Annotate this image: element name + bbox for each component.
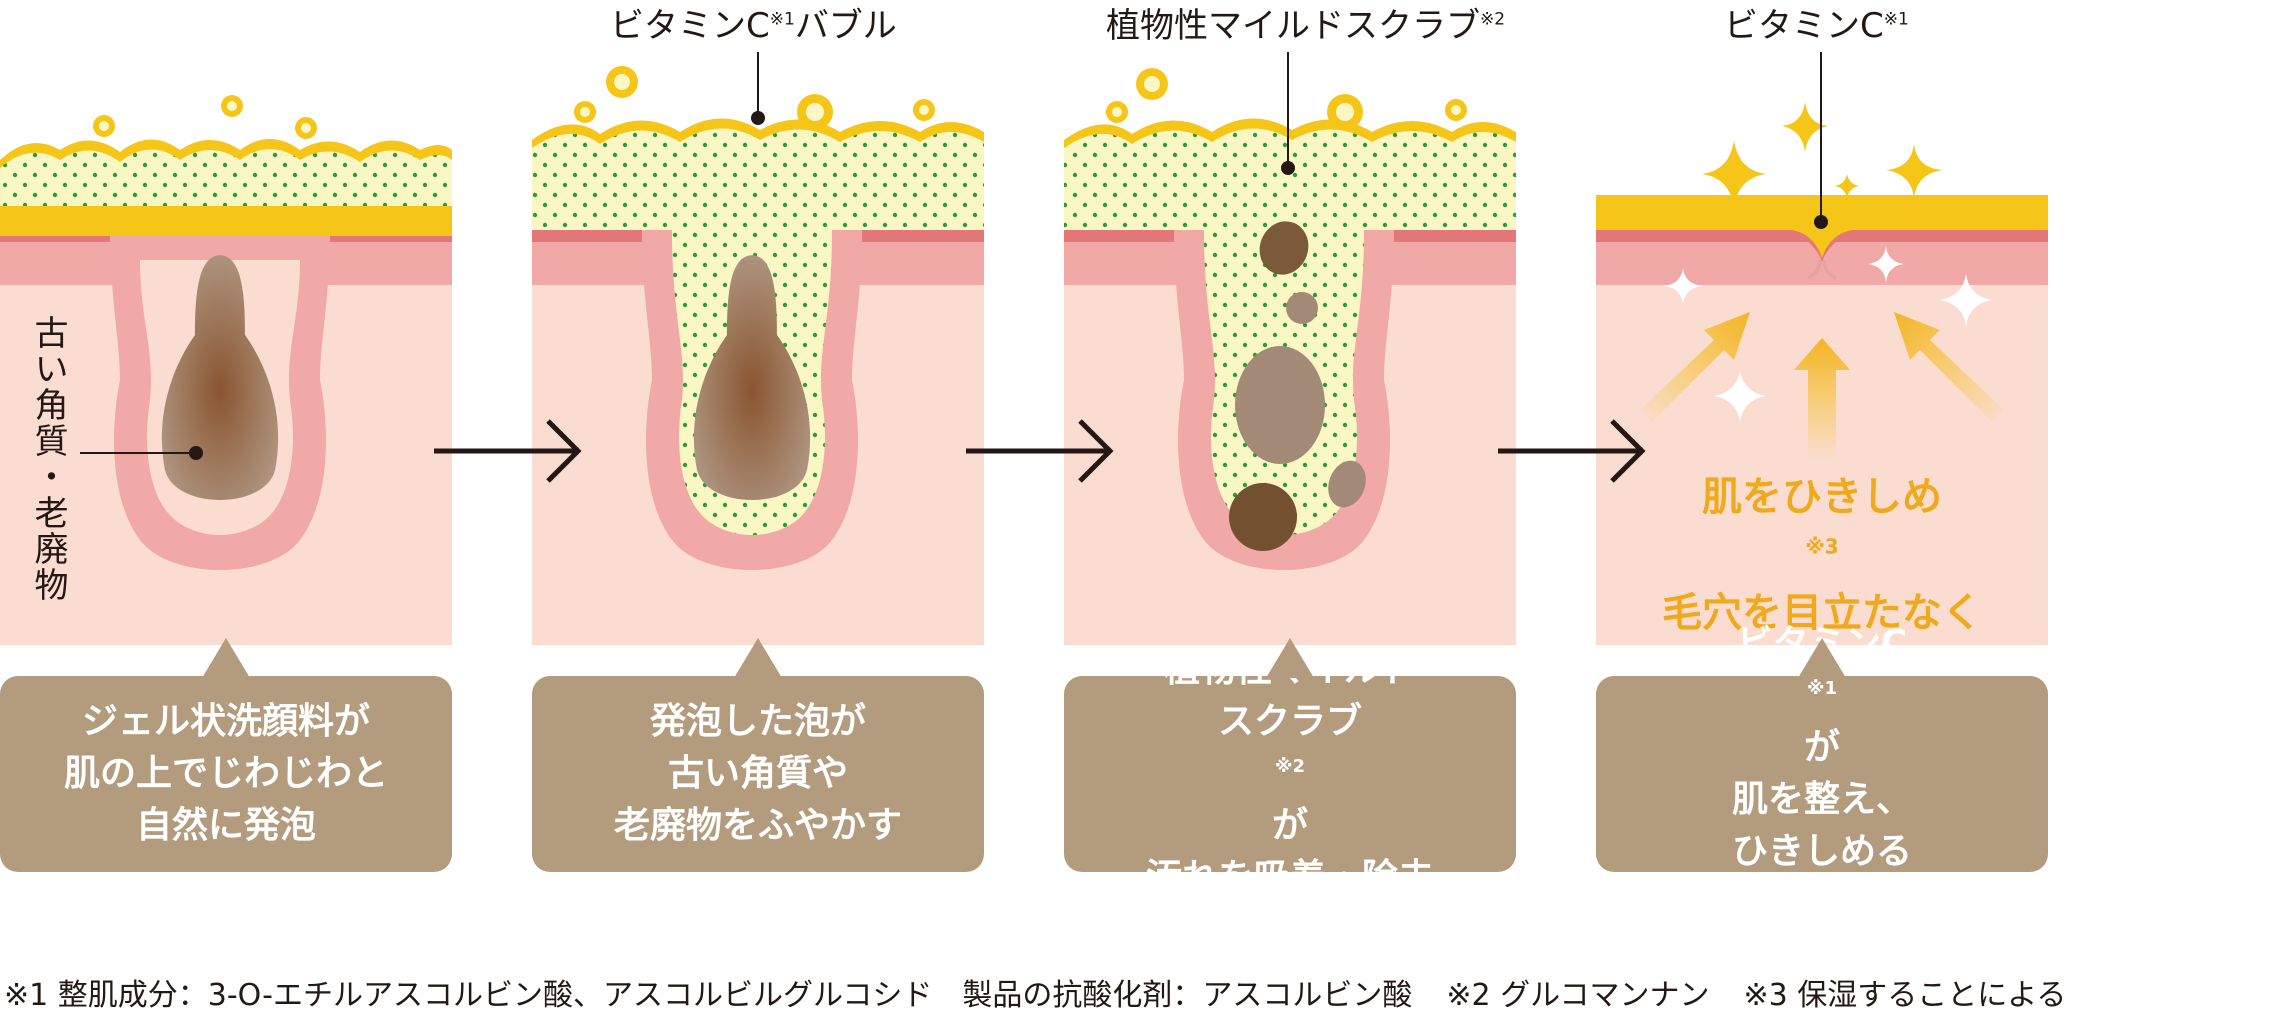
footnote-3: ※3 保湿することによる [1743, 978, 2067, 1013]
scrub-label: 植物性マイルドスクラブ※2 [1106, 6, 1506, 46]
footnote-2: ※2 グルコマンナン [1446, 978, 1710, 1013]
diagonal-arrow-right-icon [1894, 312, 2004, 422]
step-arrow-icon-2 [966, 419, 1114, 483]
effect-text: 肌をひきしめ※3 毛穴を目立たなく [1596, 468, 2048, 642]
vitamin-c-label: ビタミンC※1 [1724, 6, 1909, 46]
old-keratin-label: 古い角質・老廃物 [28, 315, 68, 603]
upward-arrow-icon [1794, 338, 1850, 460]
panel-1-gel-foaming [0, 95, 452, 645]
panel-3-scrub-removes [1064, 52, 1516, 645]
effect-line-1: 肌をひきしめ※3 [1702, 474, 1942, 559]
step-arrow-icon-3 [1498, 419, 1646, 483]
footnotes: ※1 整肌成分：3-O-エチルアスコルビン酸、アスコルビルグルコシド 製品の抗酸… [4, 970, 2276, 1014]
caption-step-2: 発泡した泡が 古い角質や 老廃物をふやかす [532, 638, 984, 872]
effect-line-2: 毛穴を目立たなく [1662, 590, 1982, 636]
panel-2-foam-softens [532, 52, 984, 645]
caption-step-1: ジェル状洗顔料が 肌の上でじわじわと 自然に発泡 [0, 638, 452, 872]
bubble-label: ビタミンC※1バブル [610, 6, 897, 46]
diagonal-arrow-left-icon [1640, 312, 1750, 422]
step-arrow-icon-1 [434, 419, 582, 483]
footnote-1: ※1 整肌成分：3-O-エチルアスコルビン酸、アスコルビルグルコシド 製品の抗酸… [4, 978, 1413, 1013]
panel-4-vitamin-c-tightens [1596, 52, 2048, 645]
